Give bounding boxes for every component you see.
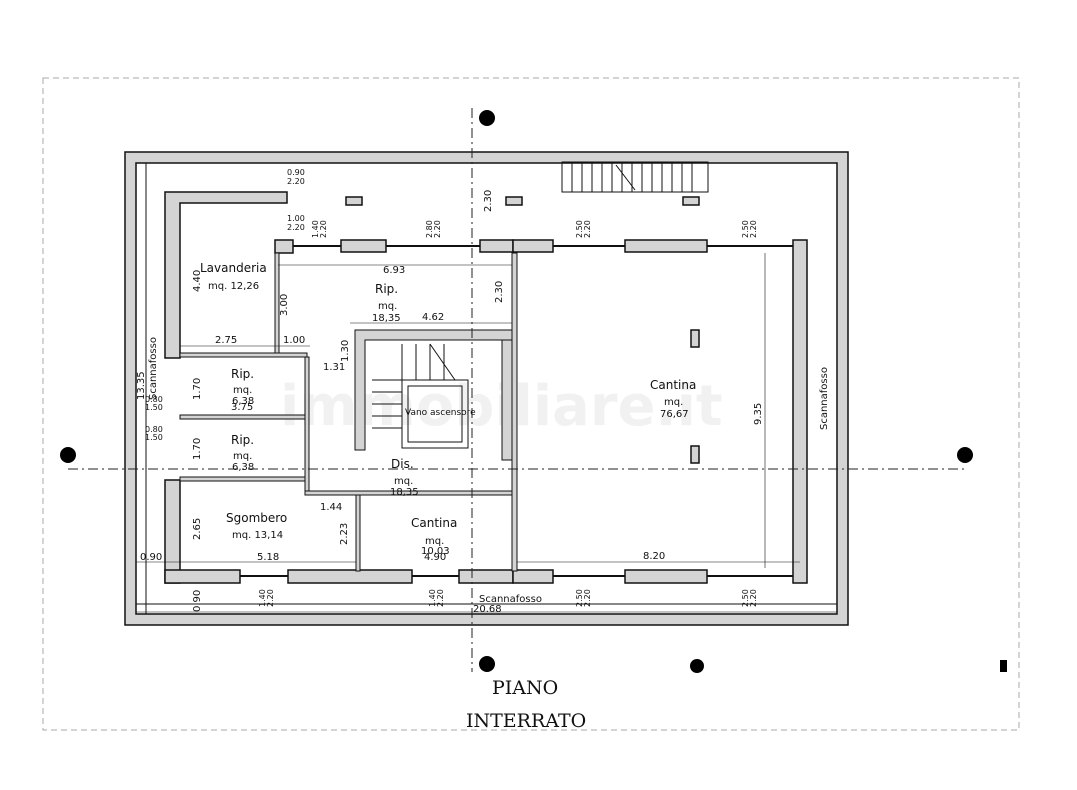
room-name: Dis. xyxy=(391,457,414,471)
room-area: 6,38 xyxy=(232,462,254,473)
dimension: 1.50 xyxy=(145,433,163,442)
dimension-labels: 0.90 2.20 1.00 2.20 1.40 2.20 2.80 2.20 … xyxy=(136,168,837,615)
plan-title: PIANO xyxy=(492,677,558,699)
dimension: 2.20 xyxy=(749,220,758,238)
dimension: 1.70 xyxy=(192,378,203,400)
room-area: 18,35 xyxy=(372,313,401,324)
dimension: 2.23 xyxy=(339,523,350,545)
dimension: 0.80 xyxy=(145,395,163,404)
dimension: 1.70 xyxy=(192,438,203,460)
room-name: Rip. xyxy=(231,367,254,381)
scannafosso-label: Scannafosso xyxy=(148,337,159,400)
dimension: 1.31 xyxy=(323,362,345,373)
dimension: 2.20 xyxy=(266,589,275,607)
dimension: 2.20 xyxy=(433,220,442,238)
dimension: 2.20 xyxy=(287,177,305,186)
section-marker-icon xyxy=(479,656,495,672)
room-name: Lavanderia xyxy=(200,261,267,275)
dimension: 4.62 xyxy=(422,312,444,323)
north-marker-icon xyxy=(1000,660,1007,672)
dimension: 2.50 xyxy=(741,220,750,238)
external-stairs xyxy=(561,161,709,193)
room-labels: Lavanderia mq. 12,26 Rip. mq. 18,35 Rip.… xyxy=(148,261,830,605)
room-area: 6,38 xyxy=(232,396,254,407)
dimension: 2.30 xyxy=(494,281,505,303)
internal-stairs xyxy=(372,343,456,429)
section-marker-icon xyxy=(60,447,76,463)
dimension: 6.93 xyxy=(383,265,405,276)
dimension: 1.30 xyxy=(340,340,351,362)
dimension: 1.40 xyxy=(258,589,267,607)
building-walls xyxy=(164,161,808,584)
dimension: 8.20 xyxy=(643,551,665,562)
scannafosso-label: Scannafosso xyxy=(479,594,542,605)
dimension: 1.00 xyxy=(283,335,305,346)
dimension: 2.20 xyxy=(583,220,592,238)
dimension: 2.20 xyxy=(319,220,328,238)
dimension: 4.40 xyxy=(192,270,203,292)
dimension: 2.20 xyxy=(749,589,758,607)
dimension: 3.75 xyxy=(231,402,253,413)
section-marker-icon xyxy=(690,659,704,673)
dimension: 2.50 xyxy=(575,589,584,607)
dimension: 2.65 xyxy=(192,518,203,540)
dimension: 4.90 xyxy=(424,552,446,563)
room-name: Rip. xyxy=(231,433,254,447)
sheet-border xyxy=(42,77,1020,731)
dimension: 2.20 xyxy=(436,589,445,607)
dimension: 1.44 xyxy=(320,502,342,513)
room-name: Cantina xyxy=(411,516,457,530)
dimension: 0.90 xyxy=(287,168,305,177)
dimension: 20.68 xyxy=(473,604,502,615)
dimension: 1.40 xyxy=(428,589,437,607)
dimension: 0.80 xyxy=(145,425,163,434)
dimension: 2.75 xyxy=(215,335,237,346)
dimension: 9.35 xyxy=(753,403,764,425)
room-area: mq. xyxy=(394,476,413,487)
dimension: 2.80 xyxy=(425,220,434,238)
dimension: 2.30 xyxy=(483,190,494,212)
watermark: immobiliare.it xyxy=(280,374,723,439)
outer-wall xyxy=(124,151,849,626)
room-name: Sgombero xyxy=(226,511,287,525)
dimension: 3.00 xyxy=(279,294,290,316)
room-area: 76,67 xyxy=(660,409,689,420)
dimension: 1.00 xyxy=(287,214,305,223)
scannafosso-label: Scannafosso xyxy=(819,367,830,430)
room-name: Vano ascensore xyxy=(405,408,476,418)
dimension: 0.90 xyxy=(140,552,162,563)
section-marker-icon xyxy=(479,110,495,126)
room-area: 18,35 xyxy=(390,487,419,498)
dimension: 1.50 xyxy=(145,403,163,412)
dimension: 2.50 xyxy=(741,589,750,607)
section-marker-icon xyxy=(957,447,973,463)
dimension: 2.50 xyxy=(575,220,584,238)
room-area: mq. xyxy=(425,536,444,547)
dimension: 5.18 xyxy=(257,552,279,563)
plan-subtitle: INTERRATO xyxy=(466,710,586,732)
room-area: mq. xyxy=(664,397,683,408)
room-name: Cantina xyxy=(650,378,696,392)
room-area: mq. xyxy=(378,301,397,312)
dimension: 1.40 xyxy=(311,220,320,238)
room-area: 10,03 xyxy=(421,546,450,557)
room-area: mq. xyxy=(233,385,252,396)
room-area: mq. xyxy=(233,451,252,462)
room-area: mq. 12,26 xyxy=(208,281,259,292)
dimension: 0.90 xyxy=(192,590,203,612)
dimension: 13.35 xyxy=(136,371,147,400)
room-area: mq. 13,14 xyxy=(232,530,283,541)
dimension: 2.20 xyxy=(583,589,592,607)
dimension: 2.20 xyxy=(287,223,305,232)
room-name: Rip. xyxy=(375,282,398,296)
